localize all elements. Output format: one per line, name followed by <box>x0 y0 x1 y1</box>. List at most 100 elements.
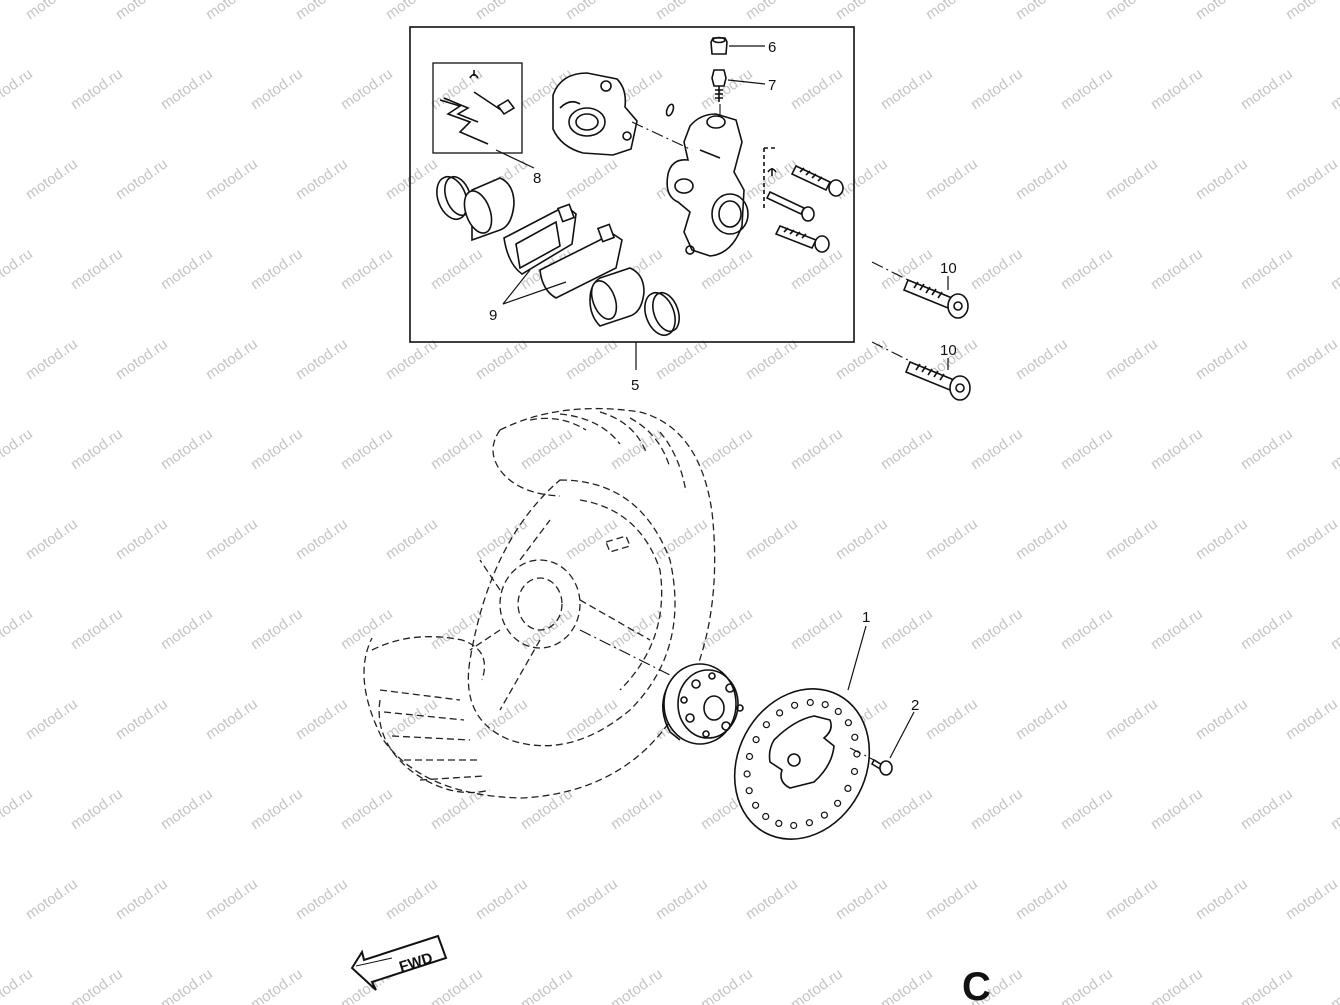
caliper-bolts <box>763 147 844 253</box>
disc-hole <box>752 735 760 744</box>
watermark-text: motod.ru <box>248 245 306 293</box>
watermark-text: motod.ru <box>1328 65 1340 113</box>
watermark-text: motod.ru <box>1058 785 1116 833</box>
watermark-text: motod.ru <box>23 875 81 923</box>
brake-disc <box>733 688 871 840</box>
watermark-text: motod.ru <box>1283 875 1340 923</box>
disc-hole <box>790 701 799 709</box>
watermark-text: motod.ru <box>1193 0 1251 23</box>
bleed-screw <box>711 69 727 102</box>
watermark-text: motod.ru <box>158 785 216 833</box>
watermark-text: motod.ru <box>1103 335 1161 383</box>
watermark-text: motod.ru <box>788 425 846 473</box>
watermark-text: motod.ru <box>968 605 1026 653</box>
watermark-text: motod.ru <box>608 605 666 653</box>
piston-right <box>589 267 680 337</box>
watermark-text: motod.ru <box>248 425 306 473</box>
watermark-text: motod.ru <box>1283 0 1340 23</box>
watermark-text: motod.ru <box>1148 245 1206 293</box>
watermark-text: motod.ru <box>1103 515 1161 563</box>
watermark-text: motod.ru <box>1328 605 1340 653</box>
watermark-text: motod.ru <box>788 65 846 113</box>
brake-pads <box>503 203 623 299</box>
watermark-text: motod.ru <box>0 245 36 293</box>
watermark-text: motod.ru <box>1058 605 1116 653</box>
watermark-text: motod.ru <box>1013 155 1071 203</box>
caliper-mount-bolt-lower <box>871 341 971 401</box>
watermark-text: motod.ru <box>1013 0 1071 23</box>
watermark-text: motod.ru <box>833 0 891 23</box>
watermark-text: motod.ru <box>563 695 621 743</box>
watermark-text: motod.ru <box>1238 245 1296 293</box>
disc-hole <box>844 784 852 793</box>
watermark-text: motod.ru <box>23 695 81 743</box>
watermark-text: motod.ru <box>68 425 126 473</box>
watermark-text: motod.ru <box>518 425 576 473</box>
watermark-text: motod.ru <box>293 155 351 203</box>
watermark-text: motod.ru <box>1058 965 1116 1005</box>
watermark-text: motod.ru <box>1283 335 1340 383</box>
callout-7: 7 <box>768 77 776 94</box>
watermark-text: motod.ru <box>923 0 981 23</box>
watermark-text: motod.ru <box>923 875 981 923</box>
watermark-text: motod.ru <box>23 155 81 203</box>
watermark-text: motod.ru <box>563 515 621 563</box>
watermark-text: motod.ru <box>1193 695 1251 743</box>
disc-hole <box>805 819 814 827</box>
assembly-line <box>631 121 693 151</box>
watermark-text: motod.ru <box>788 245 846 293</box>
fwd-arrow-icon: FWD <box>350 934 448 991</box>
watermark-text: motod.ru <box>383 695 441 743</box>
watermark-text: motod.ru <box>338 605 396 653</box>
watermark-text: motod.ru <box>698 425 756 473</box>
watermark-text: motod.ru <box>608 425 666 473</box>
watermark-text: motod.ru <box>1013 335 1071 383</box>
watermark-text: motod.ru <box>1103 0 1161 23</box>
disc-hole <box>806 698 814 707</box>
watermark-text: motod.ru <box>383 155 441 203</box>
disc-hole <box>820 811 829 819</box>
watermark-text: motod.ru <box>203 0 261 23</box>
disc-hole <box>743 770 751 778</box>
watermark-text: motod.ru <box>158 425 216 473</box>
watermark-text: motod.ru <box>1193 515 1251 563</box>
watermark-text: motod.ru <box>0 785 36 833</box>
callout-5: 5 <box>631 377 639 394</box>
caliper-assembly <box>409 26 855 343</box>
watermark-text: motod.ru <box>923 515 981 563</box>
watermark-text: motod.ru <box>113 875 171 923</box>
watermark-text: motod.ru <box>113 335 171 383</box>
watermark-text: motod.ru <box>608 785 666 833</box>
watermark-text: motod.ru <box>473 875 531 923</box>
watermark-text: motod.ru <box>923 155 981 203</box>
disc-hole <box>762 721 771 729</box>
disc-hole <box>745 752 754 761</box>
watermark-text: motod.ru <box>563 875 621 923</box>
watermark-text: motod.ru <box>203 155 261 203</box>
watermark-text: motod.ru <box>518 785 576 833</box>
caliper-body <box>666 113 749 257</box>
watermark-text: motod.ru <box>653 0 711 23</box>
watermark-text: motod.ru <box>293 335 351 383</box>
watermark-text: motod.ru <box>1058 245 1116 293</box>
callouts: 6 7 8 9 5 10 10 1 2 <box>489 39 957 759</box>
watermark-text: motod.ru <box>788 965 846 1005</box>
watermark-text: motod.ru <box>1328 785 1340 833</box>
watermark-text: motod.ru <box>1328 425 1340 473</box>
watermark-text: motod.ru <box>383 515 441 563</box>
watermark-text: motod.ru <box>1193 335 1251 383</box>
watermark-text: motod.ru <box>743 515 801 563</box>
watermark-text: motod.ru <box>1283 515 1340 563</box>
watermark-text: motod.ru <box>1238 605 1296 653</box>
disc-hole <box>844 719 853 727</box>
watermark-text: motod.ru <box>833 515 891 563</box>
caliper-assembly-frame <box>409 26 855 343</box>
watermark-text: motod.ru <box>158 965 216 1005</box>
grease-inset <box>432 62 523 154</box>
watermark-text: motod.ru <box>113 515 171 563</box>
watermark-text: motod.ru <box>878 605 936 653</box>
watermark-text: motod.ru <box>1013 875 1071 923</box>
watermark-text: motod.ru <box>338 65 396 113</box>
